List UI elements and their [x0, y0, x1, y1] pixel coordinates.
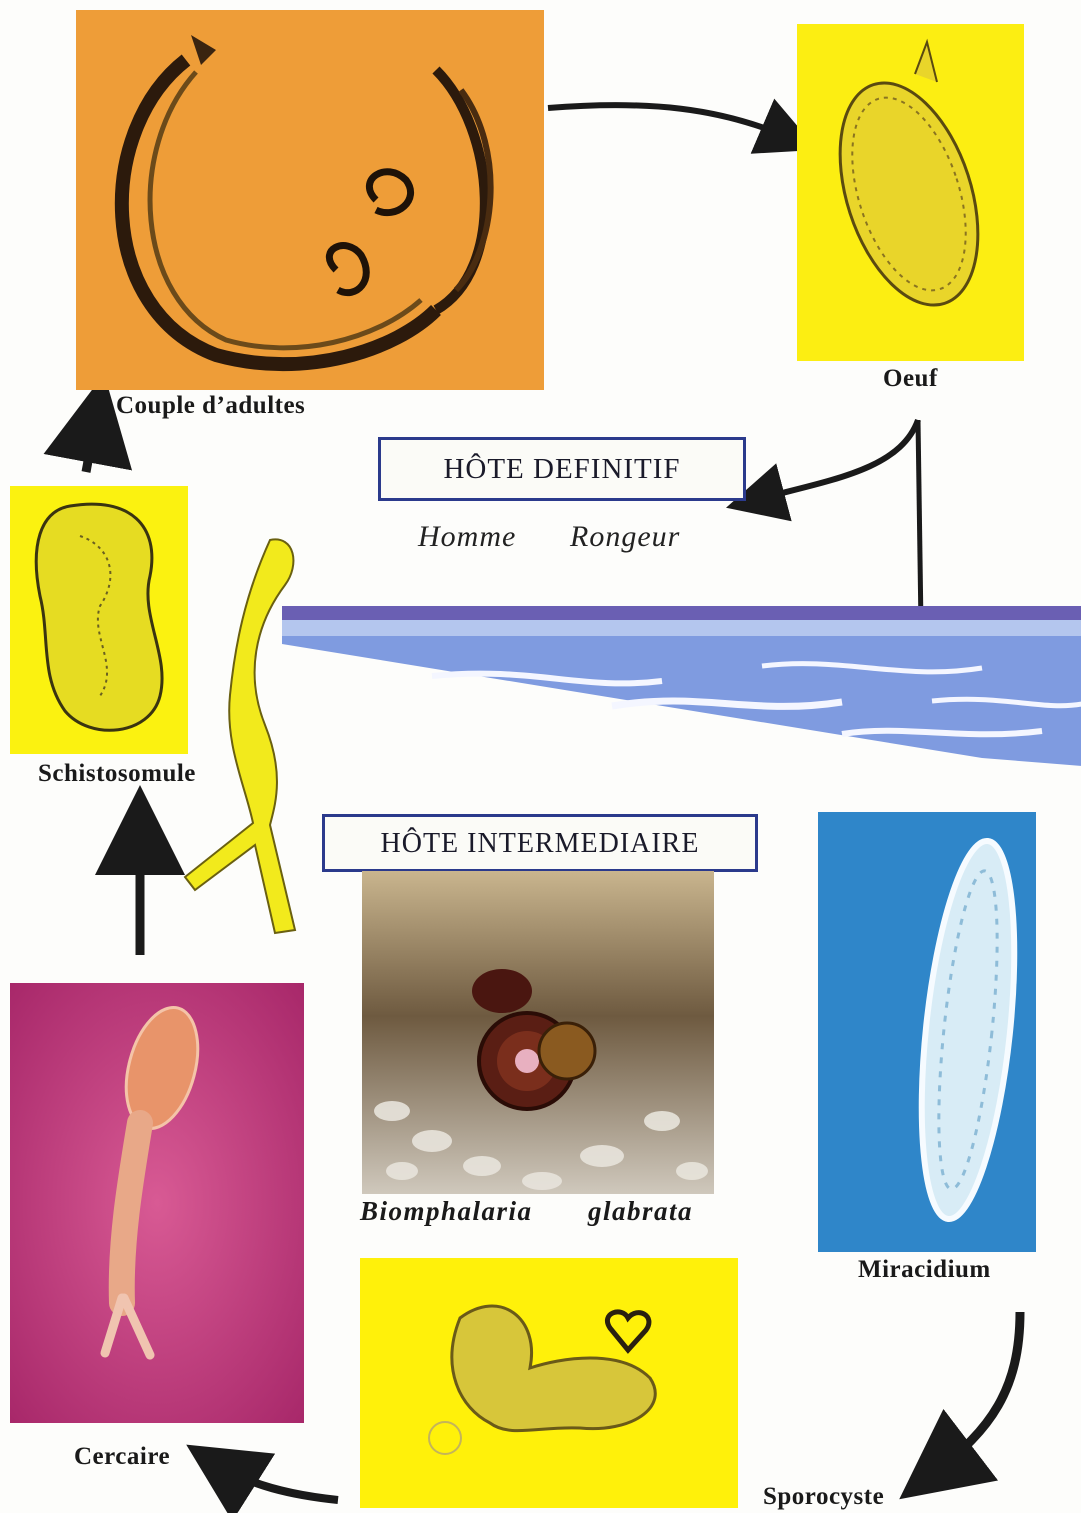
definitive-host-box: HÔTE DEFINITIF	[378, 437, 746, 501]
sporocyst-image	[360, 1258, 738, 1508]
arrow-sporocyst-to-cercaria	[220, 1466, 338, 1500]
label-miracidium: Miracidium	[858, 1256, 991, 1284]
intermediate-host-box: HÔTE INTERMEDIAIRE	[322, 814, 758, 872]
snail-photo	[362, 871, 714, 1194]
snail-species: glabrata	[588, 1196, 693, 1227]
arrow-adults-to-egg	[548, 105, 790, 138]
water-band	[282, 606, 1081, 766]
miracidium-image	[818, 812, 1036, 1252]
arrow-miracidium-to-sporocyst	[935, 1312, 1020, 1472]
schistosomule-image	[10, 486, 188, 754]
host-rodent: Rongeur	[570, 520, 680, 554]
label-cercaria: Cercaire	[74, 1443, 170, 1471]
host-human: Homme	[418, 520, 516, 554]
arrow-schisto-to-adults	[86, 418, 96, 472]
label-schistosomule: Schistosomule	[38, 760, 196, 788]
cercaria-image	[10, 983, 304, 1423]
adult-couple-image	[76, 10, 544, 390]
egg-image	[797, 24, 1024, 361]
arrow-egg-to-host	[755, 420, 918, 500]
snail-genus: Biomphalaria	[360, 1196, 533, 1227]
label-adult-couple: Couple d’adultes	[116, 392, 305, 420]
label-sporocyst: Sporocyste	[763, 1483, 884, 1511]
label-egg: Oeuf	[883, 365, 938, 393]
